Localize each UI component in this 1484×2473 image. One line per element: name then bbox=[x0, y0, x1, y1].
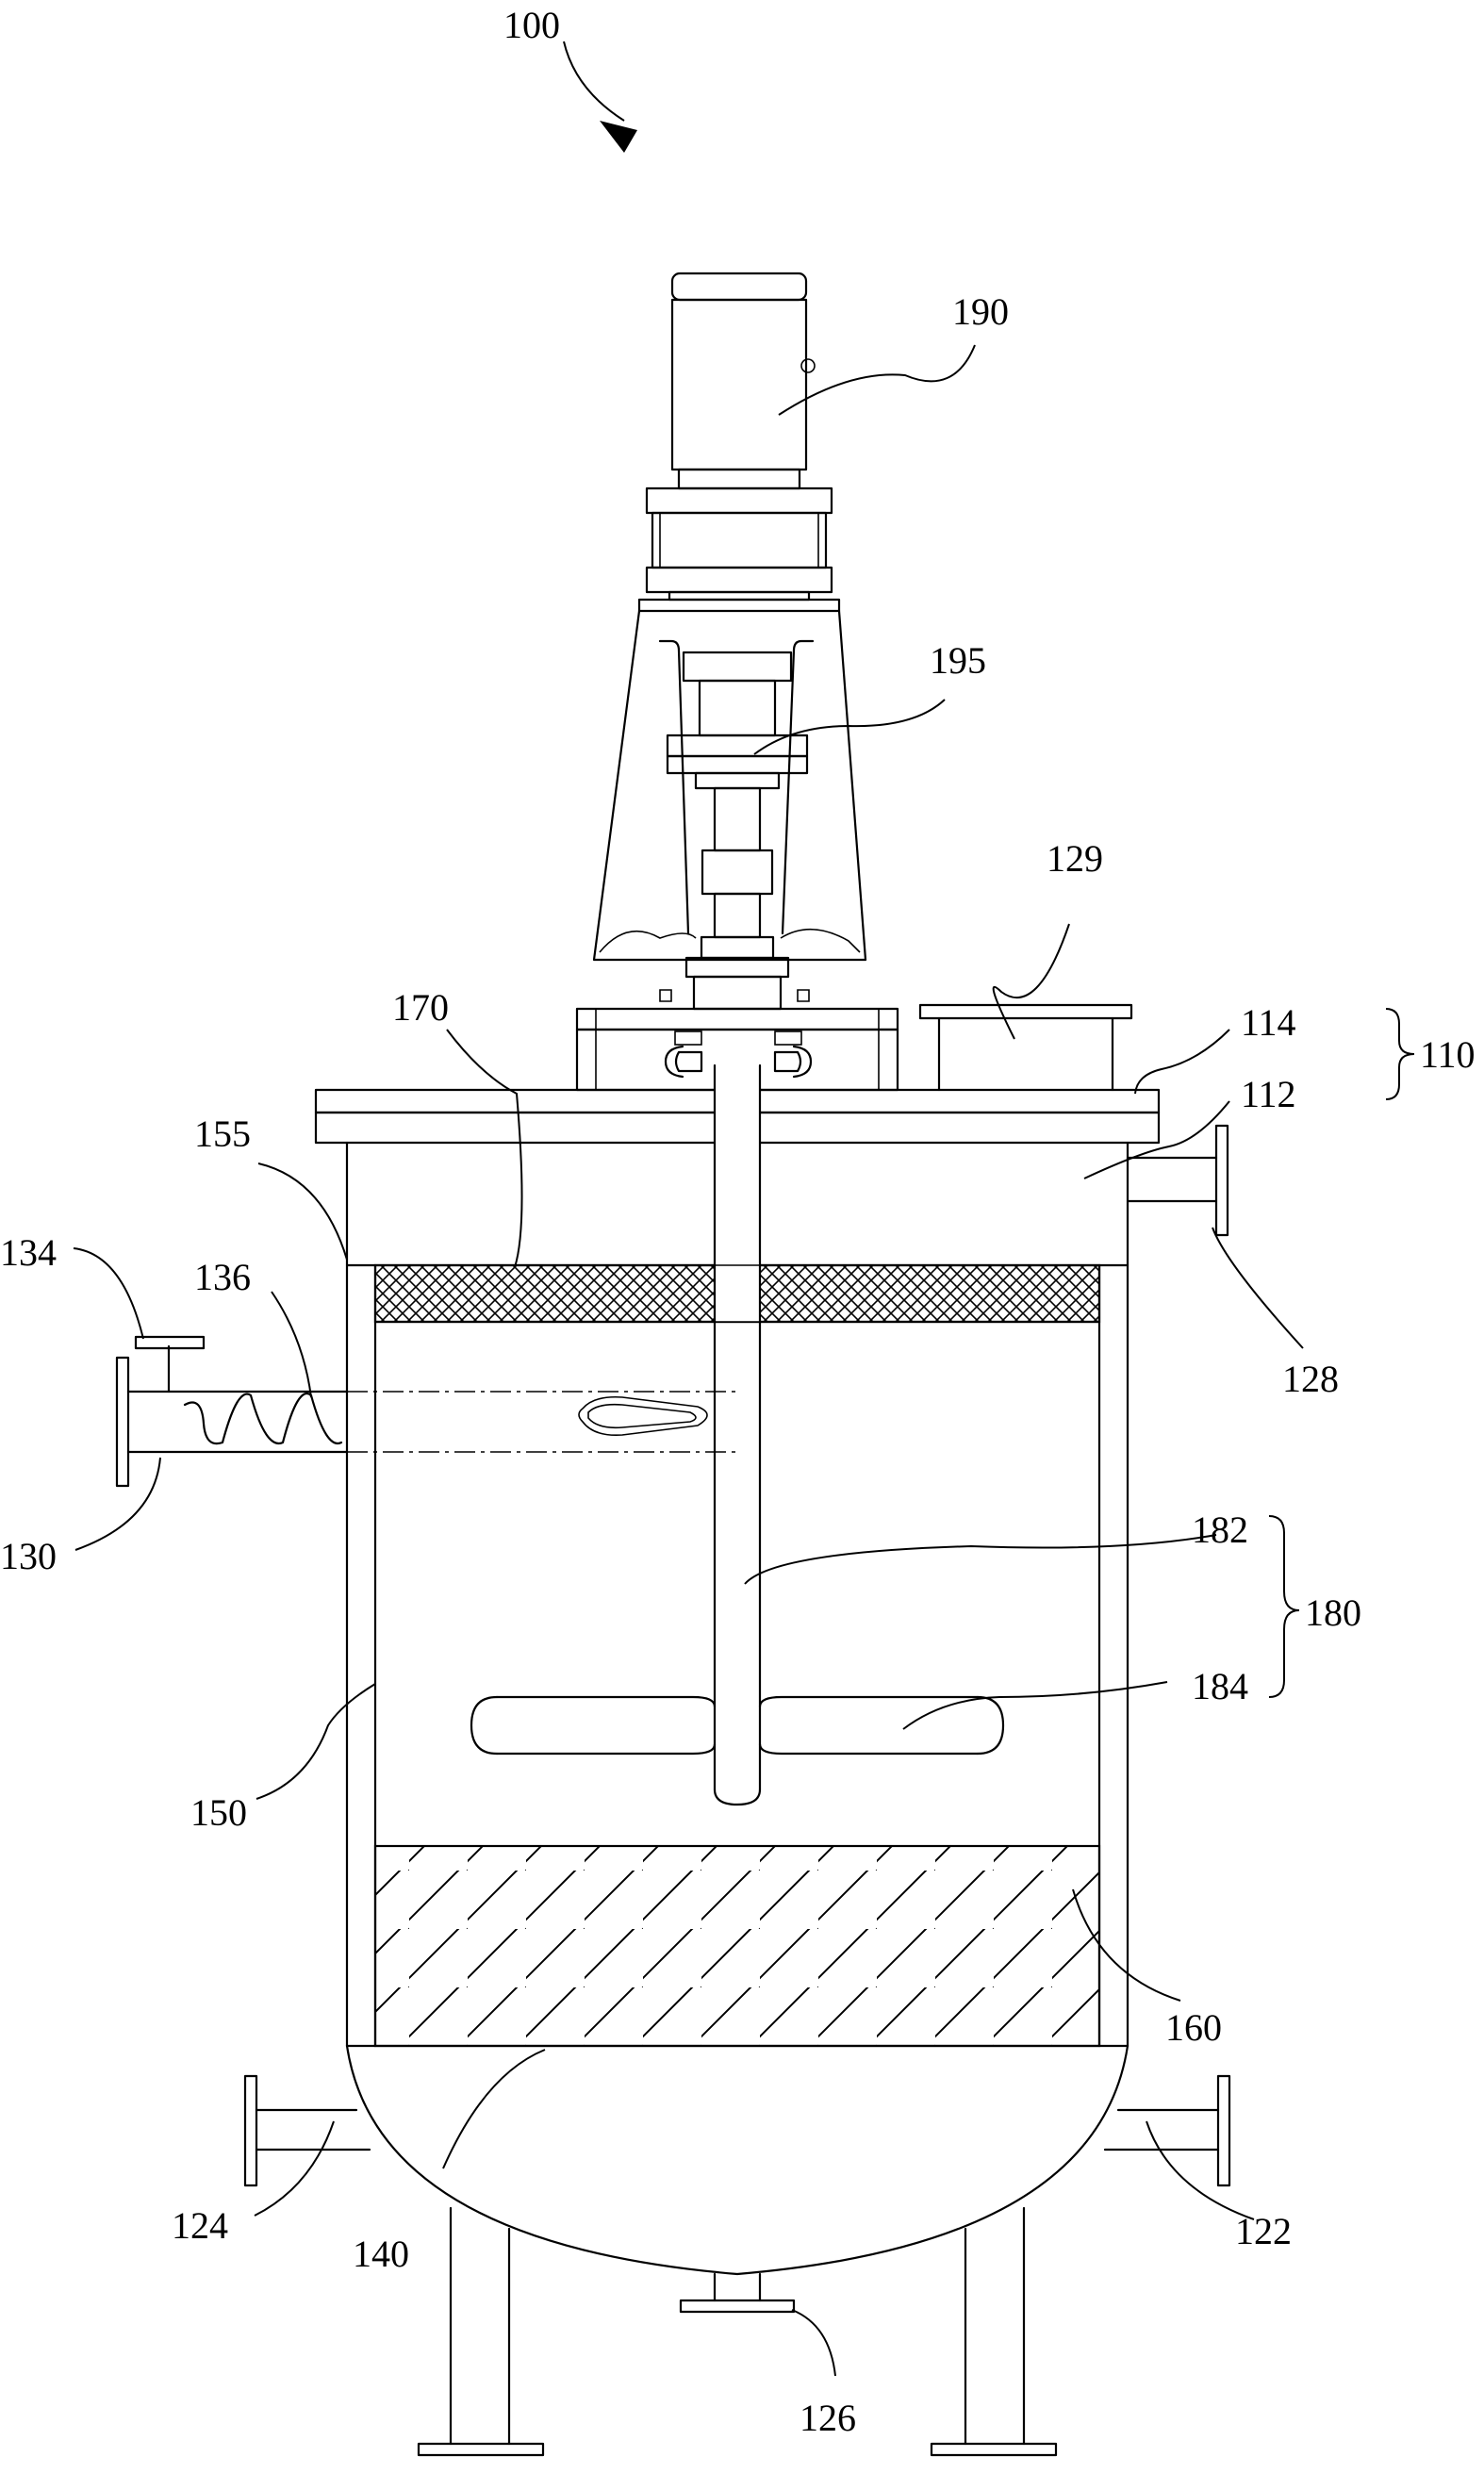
shaft-seal bbox=[664, 1030, 813, 1079]
label-112: 112 bbox=[1241, 1073, 1296, 1115]
label-128: 128 bbox=[1282, 1358, 1339, 1400]
feed-port bbox=[918, 1003, 1133, 1092]
packing-bed bbox=[373, 1844, 1101, 2048]
label-170: 170 bbox=[392, 986, 449, 1029]
label-136: 136 bbox=[194, 1256, 251, 1298]
label-195: 195 bbox=[930, 639, 986, 682]
label-134: 134 bbox=[0, 1231, 57, 1274]
side-outlet bbox=[1126, 1124, 1229, 1237]
label-155: 155 bbox=[194, 1113, 251, 1155]
label-129: 129 bbox=[1047, 837, 1103, 880]
label-140: 140 bbox=[353, 2233, 409, 2275]
reference-labels: 100 190 195 129 114 110 112 170 155 134 … bbox=[0, 4, 1476, 2439]
label-124: 124 bbox=[172, 2204, 228, 2247]
label-190: 190 bbox=[952, 290, 1009, 333]
label-150: 150 bbox=[190, 1791, 247, 1834]
label-100: 100 bbox=[503, 4, 560, 46]
label-184: 184 bbox=[1192, 1665, 1248, 1707]
label-180: 180 bbox=[1305, 1591, 1361, 1634]
motor bbox=[645, 272, 833, 602]
drive-frame bbox=[575, 598, 899, 1092]
label-160: 160 bbox=[1165, 2006, 1222, 2049]
label-130: 130 bbox=[0, 1535, 57, 1577]
support-legs bbox=[417, 2206, 1058, 2457]
label-110: 110 bbox=[1420, 1033, 1476, 1076]
label-126: 126 bbox=[800, 2397, 856, 2439]
screw-feeder bbox=[115, 1335, 735, 1488]
agitator bbox=[470, 1063, 1005, 1806]
label-114: 114 bbox=[1241, 1001, 1296, 1044]
leader-lines bbox=[73, 41, 1415, 2377]
label-182: 182 bbox=[1192, 1509, 1248, 1551]
label-122: 122 bbox=[1235, 2210, 1292, 2252]
bottom-nozzles bbox=[243, 2074, 1231, 2314]
